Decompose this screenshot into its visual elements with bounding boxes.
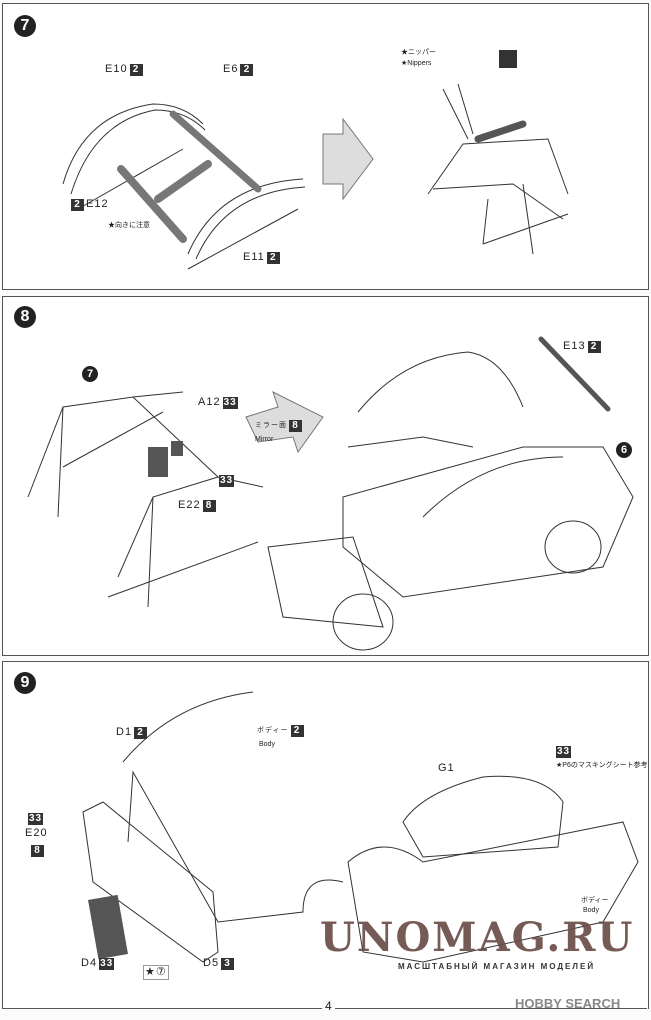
part-label-e20: E20 [25, 827, 48, 839]
chassis-assembly-drawing [27, 336, 634, 651]
source-logo: HOBBY SEARCH [515, 996, 621, 1011]
step-number: 9 [14, 672, 36, 694]
body-assembly-drawing [82, 691, 639, 963]
ref-step-6: 6 [616, 442, 632, 458]
mirror-label-en: Mirror [255, 436, 274, 443]
body-label-2-en: Body [583, 907, 599, 914]
color-label-e20: 33 [28, 812, 44, 825]
nippers-label-en: ★Nippers [401, 60, 432, 67]
watermark-title: UNOMAG.RU [320, 914, 635, 961]
color-label-e20-2: 8 [31, 844, 44, 857]
ref-step-7: 7 [82, 366, 98, 382]
step-number: 7 [14, 15, 36, 37]
masking-note: ★P6のマスキングシート参考 [556, 762, 648, 769]
nippers-label-jp: ★ニッパー [401, 49, 436, 56]
watermark-subtitle: МАСШТАБНЫЙ МАГАЗИН МОДЕЛЕЙ [398, 962, 596, 971]
page-number: 4 [322, 999, 335, 1013]
part-label-g1: G1 [438, 762, 455, 774]
step-number: 8 [14, 306, 36, 328]
decal-note: ★⑦ [143, 965, 169, 980]
roll-cage-drawing [62, 83, 569, 270]
color-label: 33 [219, 474, 235, 487]
body-label-en: Body [259, 741, 275, 748]
color-label-g1: 33 [556, 745, 572, 758]
cut-tool-icon [499, 50, 517, 68]
direction-note: ★向きに注意 [108, 222, 150, 229]
body-label-2-jp: ボディー [581, 897, 609, 904]
